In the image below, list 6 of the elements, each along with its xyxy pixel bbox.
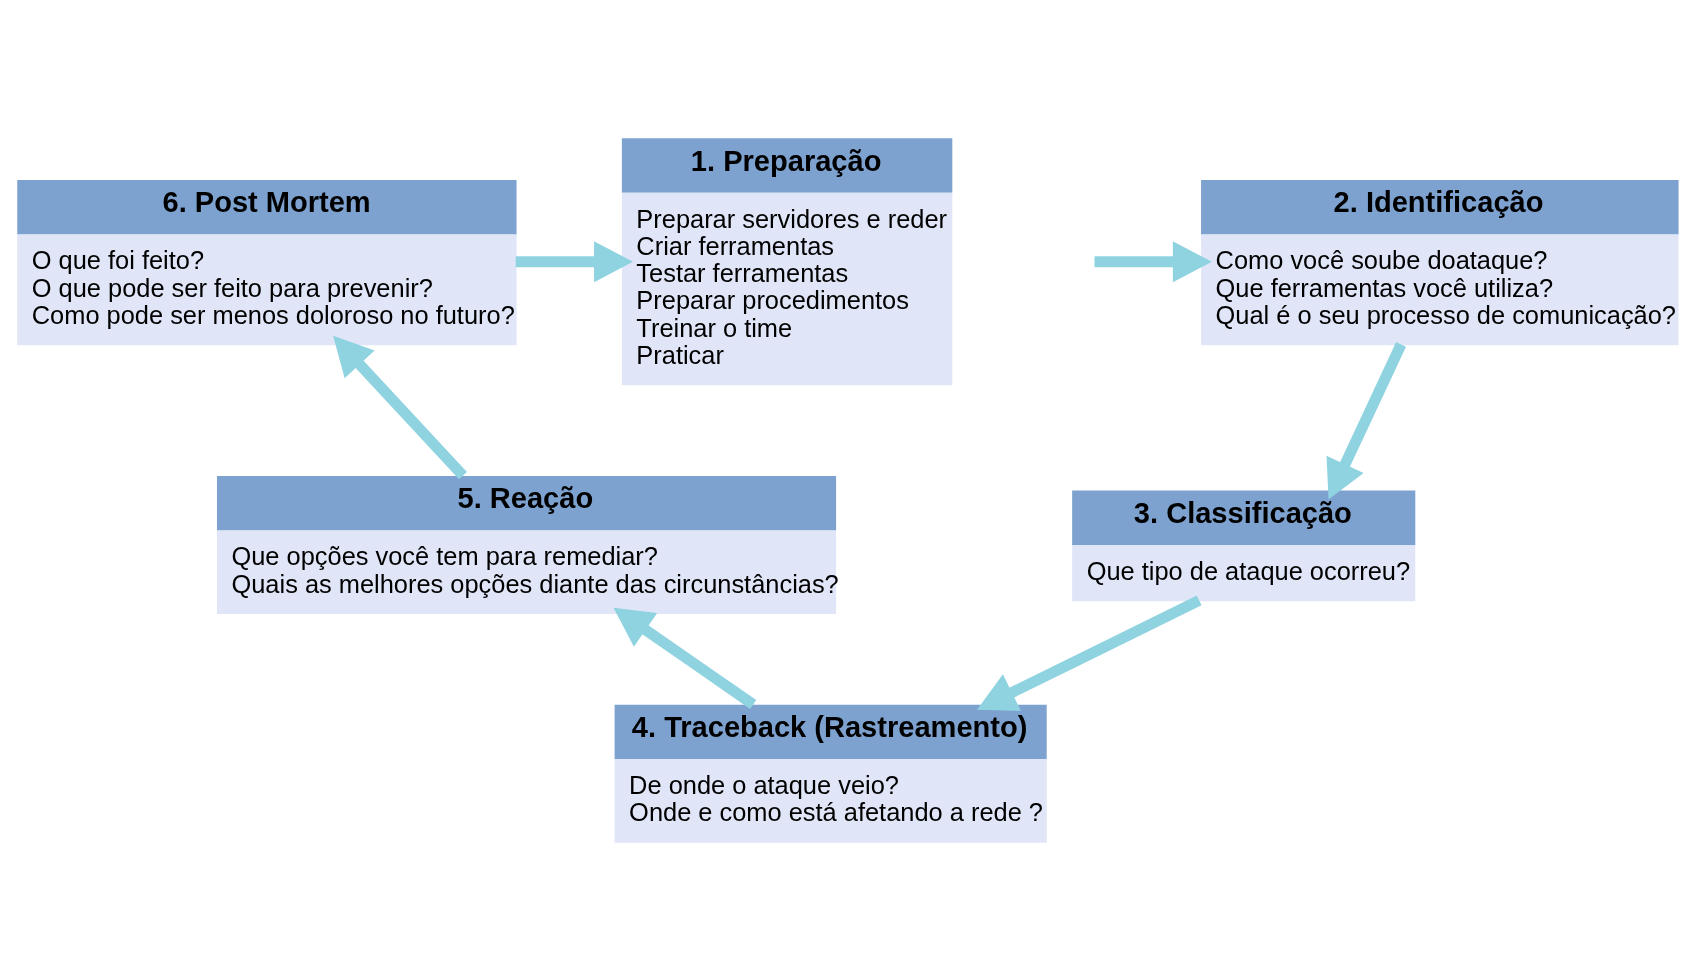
arrow [613,607,757,709]
arrow [515,240,633,282]
arrow [1094,240,1212,282]
arrow [1326,341,1407,500]
arrow [333,335,467,479]
arrow [977,595,1202,711]
